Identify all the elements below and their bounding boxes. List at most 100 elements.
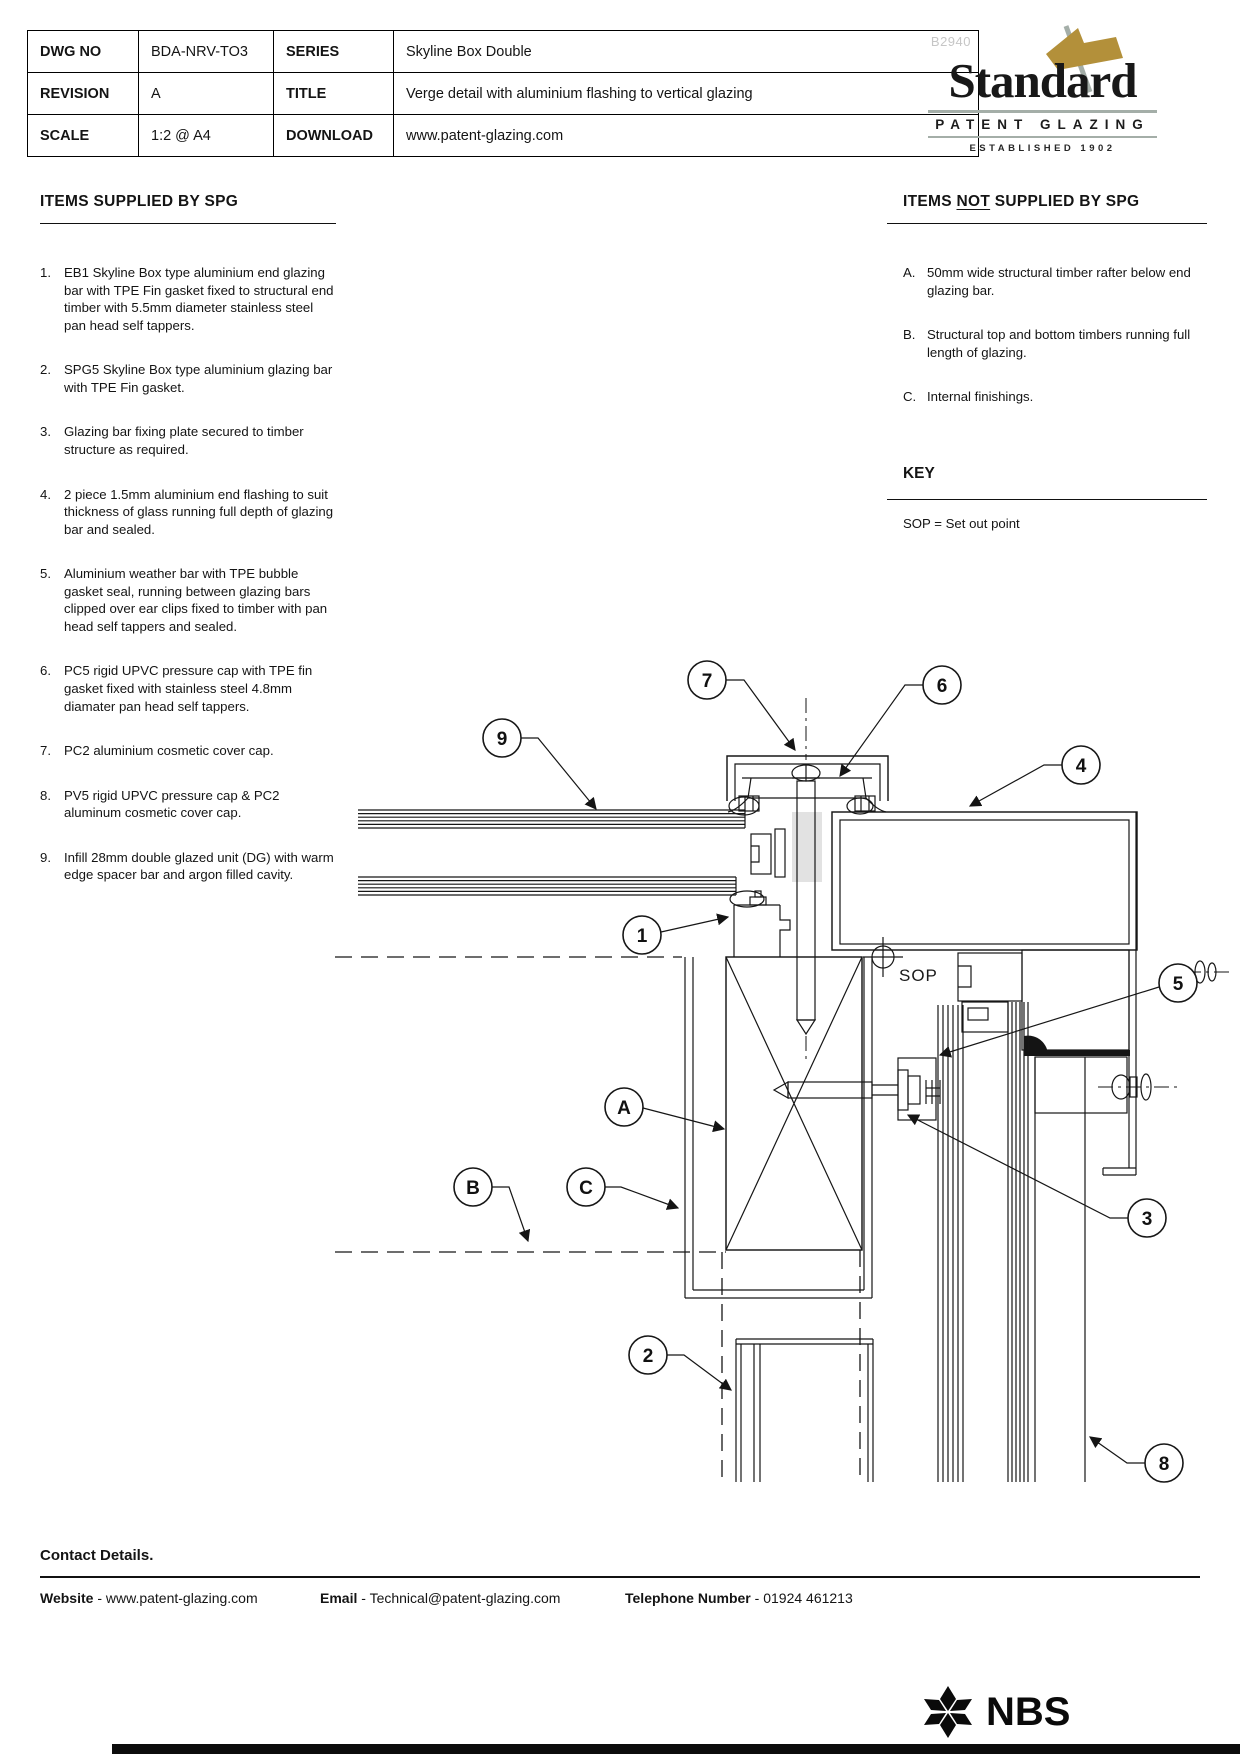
list-item: C. Internal finishings.	[903, 388, 1207, 406]
fixing-screw-vertical	[791, 764, 822, 1060]
title-value: Verge detail with aluminium flashing to …	[393, 72, 979, 115]
rafter-x-section	[725, 956, 863, 1251]
phone-number: 01924 461213	[763, 1590, 853, 1606]
callout-8: 8	[1089, 1436, 1184, 1483]
callout-C: C	[566, 1167, 680, 1210]
nbs-star-icon	[924, 1686, 972, 1738]
email-contact: Email - Technical@patent-glazing.com	[320, 1590, 560, 1606]
roof-glazing-unit	[358, 809, 786, 896]
fixing-plate	[897, 1057, 937, 1121]
bulb-gasket	[728, 796, 760, 816]
seal-block	[1024, 1035, 1049, 1056]
end-flashing-strip	[774, 828, 786, 878]
title-label: TITLE	[273, 72, 394, 115]
list-item: 3. Glazing bar fixing plate secured to t…	[40, 423, 336, 458]
email-label: Email	[320, 1590, 358, 1606]
nbs-logo: NBS	[920, 1684, 1070, 1740]
separator: -	[97, 1590, 102, 1606]
fixing-screw-horizontal	[772, 1057, 941, 1121]
logo-subtitle: PATENT GLAZING	[935, 116, 1150, 132]
glazing-bar-below	[735, 1338, 874, 1482]
key-section: KEY SOP = Set out point	[887, 450, 1207, 531]
list-item-number: 7.	[40, 743, 51, 759]
section-boundary-lines	[335, 956, 861, 1482]
svg-text:C: C	[579, 1178, 593, 1199]
logo-rule-bottom	[928, 135, 1157, 138]
svg-text:B: B	[466, 1178, 480, 1199]
list-item-text: PV5 rigid UPVC pressure cap & PC2 alumin…	[64, 787, 280, 821]
series-value: Skyline Box Double	[393, 30, 979, 73]
email-link[interactable]: Technical@patent-glazing.com	[369, 1590, 561, 1606]
items-supplied-section: ITEMS SUPPLIED BY SPG 1. EB1 Skyline Box…	[40, 192, 336, 884]
list-item-text: PC2 aluminium cosmetic cover cap.	[64, 743, 274, 759]
list-item: 2. SPG5 Skyline Box type aluminium glazi…	[40, 361, 336, 396]
callout-4: 4	[968, 745, 1101, 807]
separator: -	[361, 1590, 366, 1606]
svg-text:3: 3	[1142, 1209, 1153, 1230]
scale-value: 1:2 @ A4	[138, 114, 274, 157]
list-item-number: 4.	[40, 486, 51, 502]
website-label: Website	[40, 1590, 94, 1606]
items-not-supplied-rule	[887, 222, 1207, 225]
callout-2: 2	[628, 1335, 732, 1391]
callout-9: 9	[482, 718, 597, 810]
list-item: B. Structural top and bottom timbers run…	[903, 326, 1207, 361]
callout-5: 5	[938, 963, 1198, 1058]
list-item-text: Infill 28mm double glazed unit (DG) with…	[64, 849, 334, 883]
bottom-bar	[112, 1744, 1240, 1754]
timber-bolt-detail	[1034, 960, 1234, 1114]
items-supplied-rule	[40, 222, 336, 225]
callout-7: 7	[687, 660, 796, 751]
ear-clip	[961, 1001, 1009, 1033]
list-item: 5. Aluminium weather bar with TPE bubble…	[40, 565, 336, 635]
angle-bracket	[1102, 812, 1137, 1176]
list-item: 8. PV5 rigid UPVC pressure cap & PC2 alu…	[40, 787, 336, 822]
items-not-supplied-list: A. 50mm wide structural timber rafter be…	[887, 264, 1207, 406]
end-glazing-bar	[729, 890, 791, 957]
list-item-text: EB1 Skyline Box type aluminium end glazi…	[64, 265, 334, 333]
items-not-supplied-heading: ITEMS NOT SUPPLIED BY SPG	[903, 193, 1140, 210]
key-heading: KEY	[903, 465, 935, 483]
list-item-number: 6.	[40, 663, 51, 679]
svg-text:6: 6	[937, 676, 948, 697]
list-item-text: Structural top and bottom timbers runnin…	[927, 327, 1191, 360]
svg-text:5: 5	[1173, 974, 1184, 995]
items-supplied-list: 1. EB1 Skyline Box type aluminium end gl…	[40, 264, 336, 884]
sop-label: SOP	[899, 966, 938, 985]
phone-contact: Telephone Number - 01924 461213	[625, 1590, 853, 1606]
download-link[interactable]: www.patent-glazing.com	[393, 114, 979, 157]
logo-wordmark: Standard	[948, 53, 1137, 108]
cosmetic-cover-cap	[726, 755, 889, 801]
list-item: A. 50mm wide structural timber rafter be…	[903, 264, 1207, 299]
website-link[interactable]: www.patent-glazing.com	[105, 1590, 258, 1606]
spacer-bar	[750, 833, 772, 875]
list-item: 6. PC5 rigid UPVC pressure cap with TPE …	[40, 662, 336, 715]
timber-hatch-block	[831, 811, 1138, 1176]
key-text: SOP = Set out point	[903, 516, 1020, 532]
list-item-number: 2.	[40, 362, 51, 378]
revision-label: REVISION	[27, 72, 139, 115]
list-item: 4. 2 piece 1.5mm aluminium end flashing …	[40, 486, 336, 539]
contact-details-heading: Contact Details.	[40, 1547, 154, 1564]
logo-established: ESTABLISHED 1902	[969, 143, 1116, 154]
callout-3: 3	[906, 1114, 1167, 1238]
company-logo: Standard PATENT GLAZING ESTABLISHED 1902	[920, 24, 1165, 154]
title-block: DWG NO BDA-NRV-TO3 SERIES Skyline Box Do…	[27, 30, 979, 157]
list-item-number: 3.	[40, 424, 51, 440]
list-item-letter: A.	[903, 265, 916, 281]
nbs-text: NBS	[986, 1689, 1071, 1734]
svg-text:A: A	[617, 1098, 631, 1119]
callout-B: B	[453, 1167, 531, 1243]
pressure-cap-assembly	[726, 698, 889, 816]
dwg-no-label: DWG NO	[27, 30, 139, 73]
list-item-number: 1.	[40, 265, 51, 281]
list-item: 1. EB1 Skyline Box type aluminium end gl…	[40, 264, 336, 334]
list-item-number: 8.	[40, 787, 51, 803]
watermark: B2940	[930, 34, 971, 49]
download-label: DOWNLOAD	[273, 114, 394, 157]
revision-value: A	[138, 72, 274, 115]
list-item-text: SPG5 Skyline Box type aluminium glazing …	[64, 362, 333, 395]
svg-text:7: 7	[702, 671, 713, 692]
